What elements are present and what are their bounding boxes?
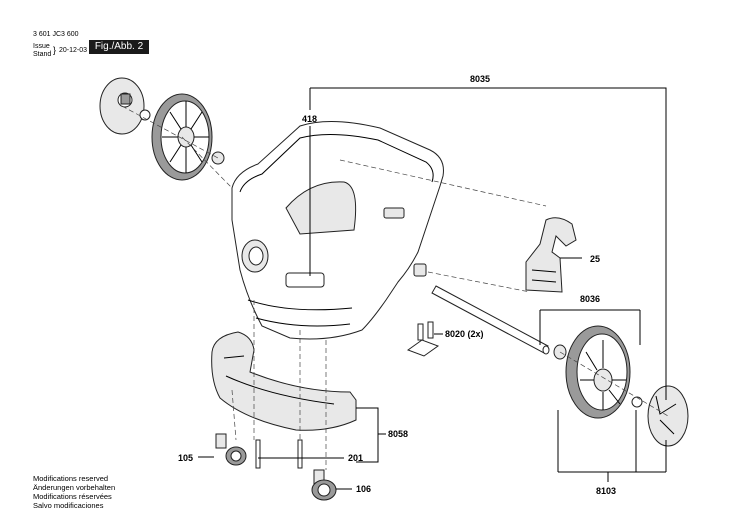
bracket-8103 bbox=[557, 410, 667, 482]
label-418: 418 bbox=[302, 114, 317, 124]
screws-8020 bbox=[406, 321, 440, 357]
figure-label: Fig./Abb. 2 bbox=[89, 40, 149, 54]
axle bbox=[431, 285, 550, 355]
castor-106 bbox=[311, 469, 337, 501]
bumper-8058 bbox=[211, 331, 357, 431]
stand-label: Stand bbox=[33, 51, 52, 58]
label-201: 201 bbox=[348, 453, 363, 463]
label-105: 105 bbox=[178, 453, 193, 463]
issue-brace: } bbox=[53, 45, 57, 55]
screw-mid bbox=[297, 439, 303, 469]
document-number: 3 601 JC3 600 bbox=[33, 31, 79, 38]
note-es: Salvo modificaciones bbox=[33, 501, 104, 510]
note-en: Modifications reserved bbox=[33, 474, 109, 483]
bracket-8035 bbox=[309, 87, 667, 400]
wheel-right bbox=[565, 325, 631, 419]
label-25: 25 bbox=[590, 254, 600, 264]
screw-left bbox=[255, 439, 261, 469]
note-de: Änderungen vorbehalten bbox=[33, 483, 116, 492]
bracket-8036 bbox=[539, 309, 641, 345]
spacer-left bbox=[211, 151, 225, 165]
modification-notes: Modifications reserved Änderungen vorbeh… bbox=[33, 474, 115, 510]
assembly-guides bbox=[121, 105, 669, 470]
container-tub bbox=[231, 121, 444, 340]
castor-105 bbox=[215, 433, 247, 466]
label-106: 106 bbox=[356, 484, 371, 494]
washer-left bbox=[139, 109, 151, 121]
label-8058: 8058 bbox=[388, 429, 408, 439]
bracket-8058 bbox=[356, 407, 386, 463]
label-8036: 8036 bbox=[580, 294, 600, 304]
label-8035: 8035 bbox=[470, 74, 490, 84]
issue-label: Issue bbox=[33, 43, 50, 50]
label-8020: 8020 (2x) bbox=[445, 329, 484, 339]
hub-cap-right bbox=[647, 385, 689, 447]
latch-25 bbox=[525, 217, 577, 293]
note-fr: Modifications réservées bbox=[33, 492, 112, 501]
washer-right bbox=[631, 396, 643, 408]
label-8103: 8103 bbox=[596, 486, 616, 496]
issue-date: 20-12-03 bbox=[59, 47, 88, 54]
